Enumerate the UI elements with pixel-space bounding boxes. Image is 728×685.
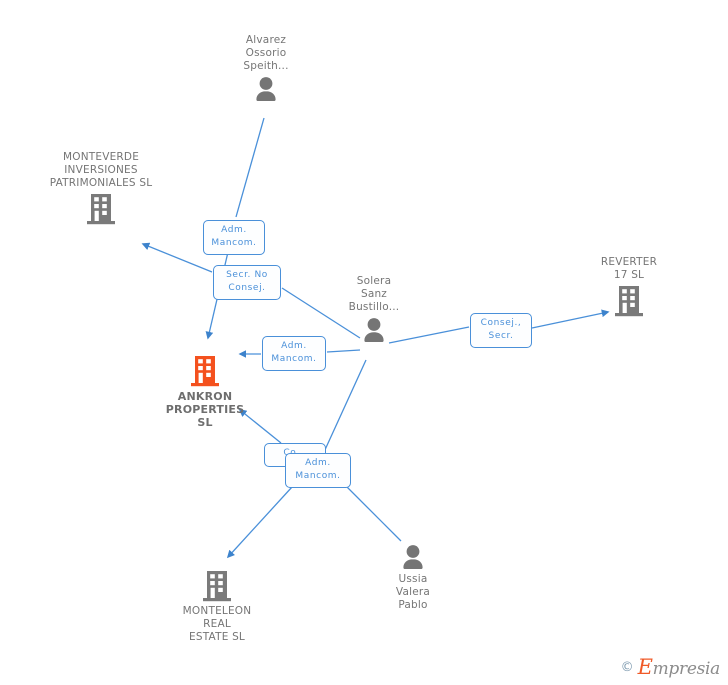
brand-initial: E [637, 655, 653, 679]
edge-label-consej-secr[interactable]: Consej., Secr. [470, 313, 532, 348]
person-icon [206, 76, 326, 102]
node-label-alvarez: Alvarez Ossorio Speith... [243, 34, 289, 72]
node-company-monteverde[interactable]: MONTEVERDE INVERSIONES PATRIMONIALES SL [41, 151, 161, 225]
node-person-ussia[interactable]: Ussia Valera Pablo [353, 544, 473, 612]
edge-secr-no-consej-to-monteverde [141, 242, 213, 273]
node-company-ankron[interactable]: ANKRON PROPERTIES SL [145, 355, 265, 429]
person-icon [353, 544, 473, 570]
node-label-monteverde: MONTEVERDE INVERSIONES PATRIMONIALES SL [49, 151, 153, 189]
person-icon [314, 317, 434, 343]
node-label-ussia: Ussia Valera Pablo [395, 573, 431, 611]
brand-rest: mpresia [652, 659, 721, 679]
edge-label-adm-mancom-top[interactable]: Adm. Mancom. [203, 220, 265, 255]
node-label-solera: Solera Sanz Bustillo... [348, 275, 400, 313]
node-person-alvarez[interactable]: Alvarez Ossorio Speith... [206, 34, 326, 102]
building-icon [157, 570, 277, 602]
edge-solera-to-adm-mancom-bottom [323, 359, 367, 453]
edge-alvarez-to-adm-mancom-top [235, 117, 265, 218]
edge-solera-to-adm-mancom-mid [326, 349, 361, 353]
node-label-reverter: REVERTER 17 SL [600, 256, 658, 281]
brand-logo-text: Empresia [637, 655, 721, 679]
building-icon [569, 285, 689, 317]
edge-label-adm-mancom-mid[interactable]: Adm. Mancom. [262, 336, 326, 371]
node-company-reverter[interactable]: REVERTER 17 SL [569, 256, 689, 317]
copyright-icon: © [620, 659, 634, 675]
edge-label-secr-no-consej[interactable]: Secr. No Consej. [213, 265, 281, 300]
building-icon [41, 193, 161, 225]
edge-label-adm-mancom-bottom[interactable]: Adm. Mancom. [285, 453, 351, 488]
node-person-solera[interactable]: Solera Sanz Bustillo... [314, 275, 434, 343]
node-label-monteleon: MONTELEON REAL ESTATE SL [182, 605, 252, 643]
edge-adm-mancom-bottom-to-monteleon [226, 486, 293, 559]
node-label-ankron: ANKRON PROPERTIES SL [165, 390, 245, 429]
node-company-monteleon[interactable]: MONTELEON REAL ESTATE SL [157, 570, 277, 644]
watermark-empresia: © Empresia [620, 655, 721, 679]
building-icon [145, 355, 265, 387]
